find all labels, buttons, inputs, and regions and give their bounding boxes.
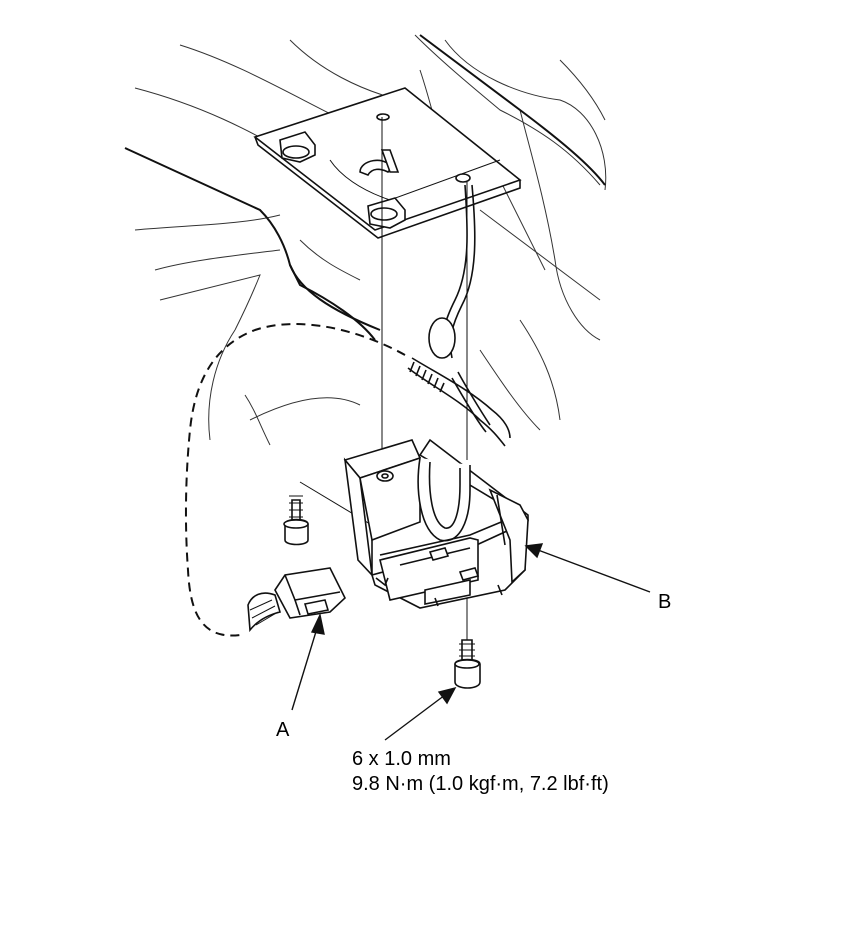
bolt-size-label: 6 x 1.0 mm	[352, 748, 451, 770]
body-bolt-right	[367, 197, 406, 229]
vehicle-underbody	[134, 34, 607, 446]
bolt-bottom	[454, 639, 481, 689]
frame-rail	[124, 34, 606, 341]
leader-lines	[291, 543, 651, 741]
body-bolt-left	[279, 131, 316, 163]
torque-spec-label: 9.8 N·m (1.0 kgf·m, 7.2 lbf·ft)	[352, 773, 609, 795]
callout-a-label: A	[276, 719, 290, 741]
control-unit-housing	[343, 438, 529, 609]
body-mount-bracket	[253, 87, 522, 239]
alignment-lines	[299, 117, 468, 640]
wire-harness	[407, 184, 511, 447]
bolt-left	[283, 495, 309, 546]
callout-b-label: B	[658, 591, 671, 613]
connector-a	[247, 567, 346, 633]
